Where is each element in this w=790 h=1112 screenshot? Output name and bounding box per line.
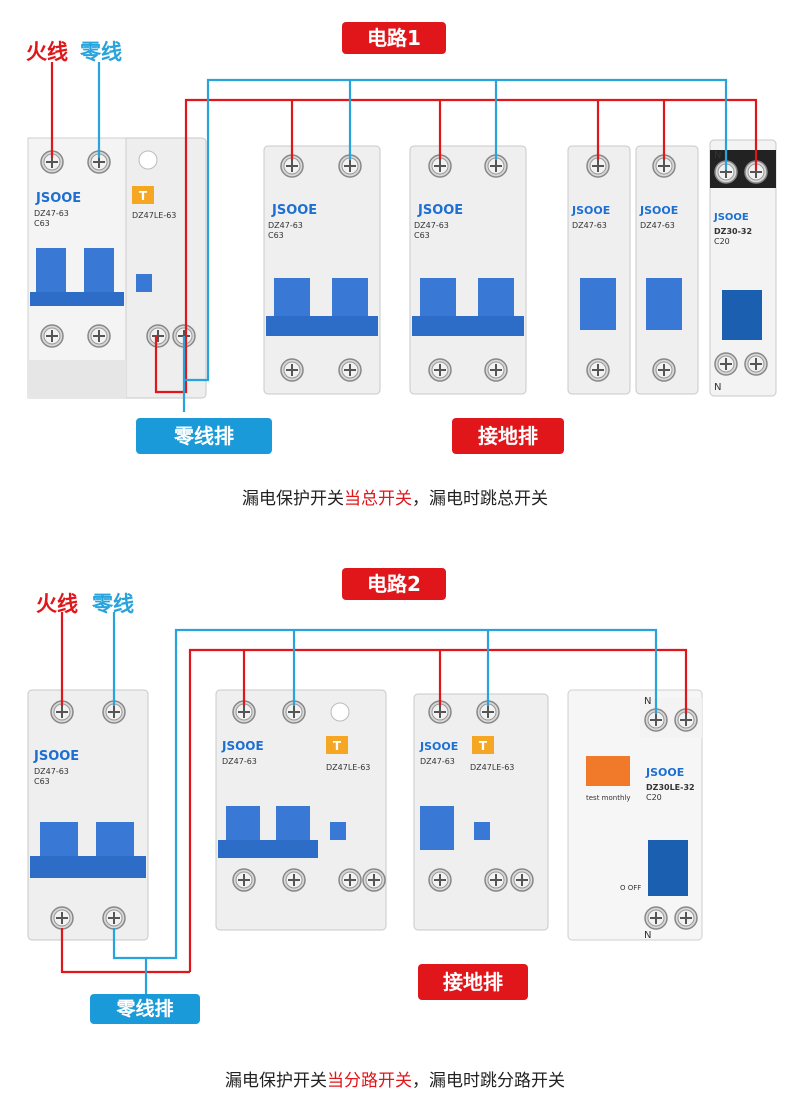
svg-text:C63: C63 (34, 219, 50, 228)
circuit1-caption: 漏电保护开关当总开关，漏电时跳总开关 (0, 484, 790, 509)
circuit2-rcbo-2p: T JSOOE DZ47-63 DZ47LE-63 (215, 689, 387, 931)
circuit1-caption-highlight: 当总开关 (344, 489, 412, 509)
svg-text:C20: C20 (714, 237, 730, 246)
svg-text:C63: C63 (414, 231, 430, 240)
svg-text:DZ47-63: DZ47-63 (222, 757, 257, 766)
circuit2-breaker-dz30le: N test monthly JSOOE DZ30LE-32 C20 O OFF… (567, 689, 703, 941)
svg-text:JSOOE: JSOOE (645, 766, 684, 779)
svg-text:DZ47-63: DZ47-63 (34, 209, 69, 218)
circuit1-rcbo-main: T JSOOE DZ47-63 C63 DZ47LE-63 (27, 137, 207, 399)
circuit1-neutral-bar: 零线排 (136, 418, 272, 454)
circuit2-rcbo-1p: T JSOOE DZ47-63 DZ47LE-63 (413, 693, 549, 931)
svg-text:test monthly: test monthly (586, 794, 630, 802)
svg-text:DZ47-63: DZ47-63 (34, 767, 69, 776)
circuit2-caption-post: ，漏电时跳分路开关 (412, 1071, 565, 1091)
circuit2-live-wires (60, 612, 688, 974)
svg-text:DZ30LE-32: DZ30LE-32 (646, 783, 695, 792)
circuit1-breaker-1p-b: JSOOE DZ47-63 (635, 145, 699, 395)
svg-text:DZ47LE-63: DZ47LE-63 (326, 763, 370, 772)
svg-text:JSOOE: JSOOE (639, 204, 678, 217)
circuit2-caption: 漏电保护开关当分路开关，漏电时跳分路开关 (0, 1066, 790, 1091)
circuit2-live-label: 火线 (36, 592, 78, 616)
svg-text:N: N (644, 696, 651, 707)
svg-text:T: T (139, 189, 148, 203)
svg-text:O OFF: O OFF (620, 884, 641, 892)
svg-text:JSOOE: JSOOE (271, 203, 317, 218)
circuit2-neutral-bar: 零线排 (90, 994, 200, 1024)
svg-text:DZ30-32: DZ30-32 (714, 227, 752, 236)
svg-text:DZ47LE-63: DZ47LE-63 (470, 763, 514, 772)
svg-text:DZ47-63: DZ47-63 (414, 221, 449, 230)
circuit1-caption-post: ，漏电时跳总开关 (412, 489, 548, 509)
circuit1-breaker-dz30: N JSOOE DZ30-32 C20 N (709, 139, 777, 397)
circuit2-title: 电路2 (342, 568, 446, 600)
svg-text:JSOOE: JSOOE (35, 191, 81, 206)
svg-text:N: N (644, 930, 651, 941)
svg-text:N: N (714, 382, 721, 393)
circuit1-breaker-2p-a: JSOOE DZ47-63 C63 (263, 145, 381, 395)
svg-text:JSOOE: JSOOE (221, 739, 264, 753)
svg-text:C63: C63 (268, 231, 284, 240)
svg-text:C20: C20 (646, 793, 662, 802)
svg-text:JSOOE: JSOOE (419, 740, 458, 753)
svg-text:JSOOE: JSOOE (571, 204, 610, 217)
svg-text:DZ47-63: DZ47-63 (420, 757, 455, 766)
svg-text:N: N (714, 150, 721, 161)
circuit1-caption-pre: 漏电保护开关 (242, 489, 344, 509)
svg-text:JSOOE: JSOOE (417, 203, 463, 218)
circuit2-ground-bar: 接地排 (418, 964, 528, 1000)
circuit1-live-label: 火线 (26, 40, 68, 64)
circuit1-breaker-2p-b: JSOOE DZ47-63 C63 (409, 145, 527, 395)
svg-text:T: T (333, 739, 342, 753)
svg-text:JSOOE: JSOOE (33, 749, 79, 764)
svg-text:DZ47-63: DZ47-63 (572, 221, 607, 230)
svg-text:DZ47LE-63: DZ47LE-63 (132, 211, 176, 220)
circuit2-caption-pre: 漏电保护开关 (225, 1071, 327, 1091)
circuit2-breaker-main: JSOOE DZ47-63 C63 (27, 689, 149, 941)
circuit1-neutral-wires (97, 62, 728, 412)
circuit1-ground-bar: 接地排 (452, 418, 564, 454)
circuit2-caption-highlight: 当分路开关 (327, 1071, 412, 1091)
svg-text:DZ47-63: DZ47-63 (268, 221, 303, 230)
circuit1-breaker-1p-a: JSOOE DZ47-63 (567, 145, 631, 395)
svg-text:T: T (479, 739, 488, 753)
svg-text:DZ47-63: DZ47-63 (640, 221, 675, 230)
circuit2-neutral-wires (112, 612, 658, 996)
circuit1-live-wires (50, 62, 758, 394)
circuit1-title: 电路1 (342, 22, 446, 54)
circuit1-neutral-label: 零线 (80, 40, 122, 64)
svg-text:JSOOE: JSOOE (713, 212, 749, 223)
svg-text:C63: C63 (34, 777, 50, 786)
